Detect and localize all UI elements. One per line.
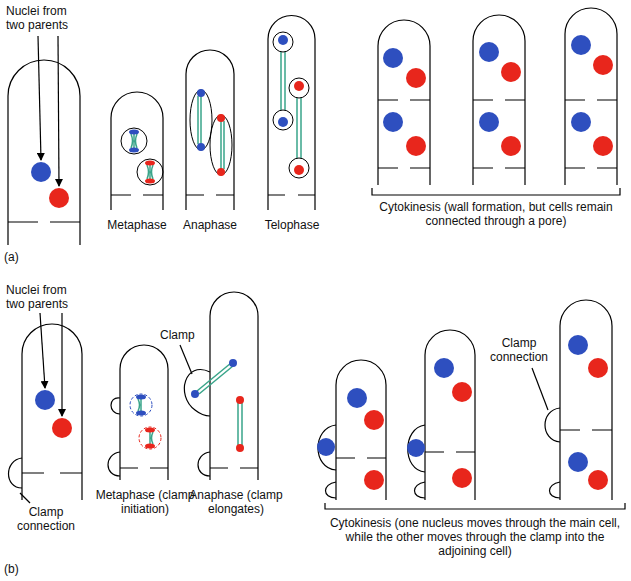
stage-label: Cytokinesis (wall formation, but cells r… <box>376 200 616 228</box>
panel-label: (b) <box>4 562 34 576</box>
callout-label: Nuclei from two parents <box>6 283 86 311</box>
stage-label: Telophase <box>256 218 328 232</box>
callout-label: Clamp <box>160 328 205 342</box>
stage-label: Anaphase <box>175 218 245 232</box>
panel-label: (a) <box>4 250 34 264</box>
stage-label: Metaphase (clamp initiation) <box>90 488 200 516</box>
stage-label: Anaphase (clamp elongates) <box>182 488 290 516</box>
stage-label: Metaphase <box>97 218 177 232</box>
callout-label: Nuclei from two parents <box>6 4 86 32</box>
callout-label: Clamp connection <box>482 336 556 364</box>
stage-label: Cytokinesis (one nucleus moves through t… <box>325 516 625 558</box>
callout-label: Clamp connection <box>4 505 88 533</box>
